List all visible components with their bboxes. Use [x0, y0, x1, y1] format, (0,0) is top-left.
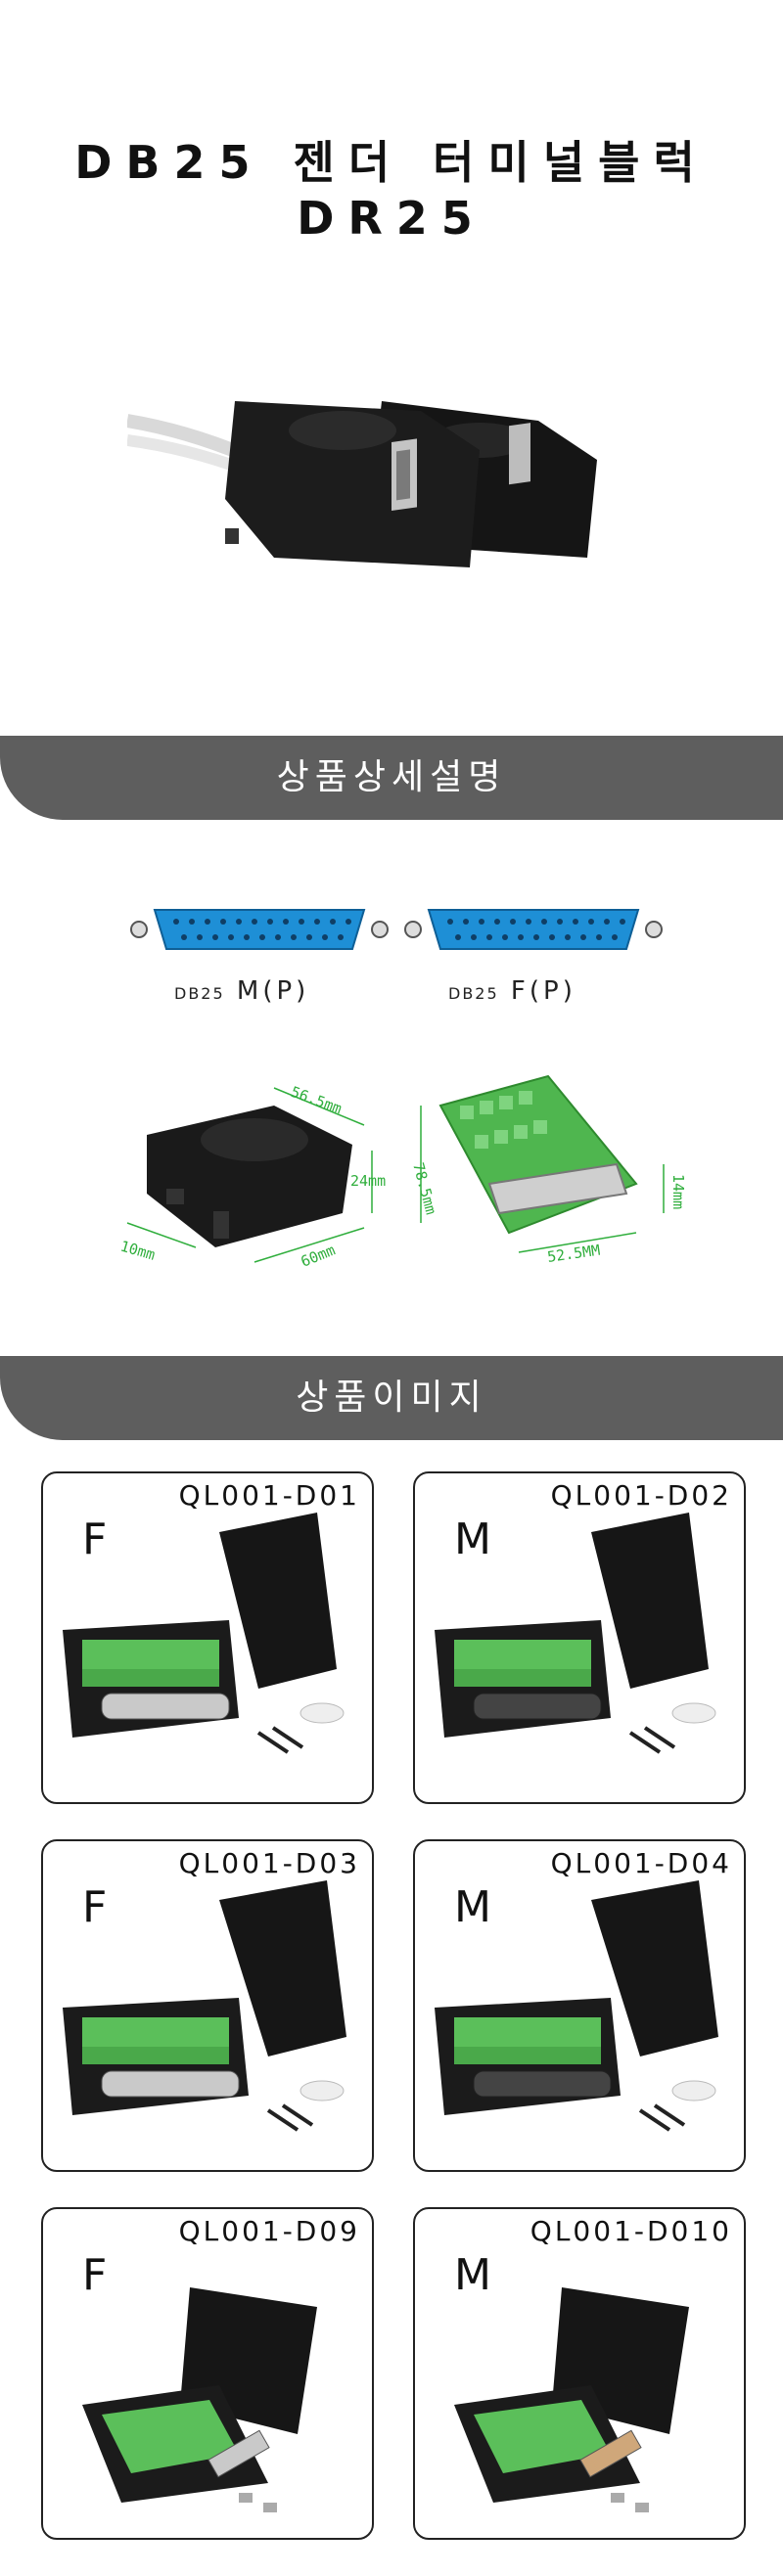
board-thickness-text: 14mm	[669, 1174, 685, 1209]
hero-product-image	[127, 401, 597, 567]
db25-male-connector-icon	[130, 909, 389, 950]
product-gender: F	[82, 1882, 108, 1932]
product-gender: M	[454, 1882, 491, 1932]
board-width-text: 52.5MM	[546, 1242, 601, 1266]
product-card: M QL001-D04	[413, 1839, 746, 2172]
terminal-block-product-image	[435, 1513, 716, 1754]
product-code: QL001-D04	[550, 1847, 732, 1879]
product-card: F QL001-D03	[41, 1839, 374, 2172]
product-card: F QL001-D01	[41, 1471, 374, 1804]
housing-width-text: 56.5mm	[289, 1083, 345, 1117]
terminal-block-product-image	[63, 1880, 346, 2132]
male-connector-label: DB25 M(P)	[174, 976, 310, 1006]
housing-length-text: 60mm	[299, 1241, 338, 1270]
product-gender: M	[454, 2250, 491, 2300]
product-code: QL001-D03	[178, 1847, 360, 1879]
board-height-text: 78.5mm	[409, 1160, 439, 1216]
section-header-details: 상품상세설명	[0, 736, 783, 820]
terminal-block-product-image	[435, 1880, 718, 2132]
terminal-board-dimension-drawing: 78.5mm 52.5MM 14mm	[409, 1074, 685, 1266]
product-card: M QL001-D010	[413, 2207, 746, 2540]
db25-female-connector-icon	[404, 909, 663, 950]
product-code: QL001-D02	[550, 1479, 732, 1512]
product-code: QL001-D09	[178, 2215, 360, 2247]
terminal-block-product-image	[63, 1513, 345, 1754]
female-connector-label: DB25 F(P)	[448, 976, 576, 1006]
product-card: F QL001-D09	[41, 2207, 374, 2540]
product-gender: M	[454, 1514, 491, 1564]
terminal-block-product-image	[454, 2287, 689, 2512]
housing-dimension-drawing: 56.5mm 24mm 60mm 10mm	[118, 1083, 386, 1271]
section-header-images: 상품이미지	[0, 1356, 783, 1440]
product-code: QL001-D01	[178, 1479, 360, 1512]
product-gender: F	[82, 1514, 108, 1564]
product-card: M QL001-D02	[413, 1471, 746, 1804]
product-code: QL001-D010	[530, 2215, 732, 2247]
product-gender: F	[82, 2250, 108, 2300]
page-title: DB25 젠더 터미널블럭 DR25	[74, 136, 709, 245]
housing-height-text: 24mm	[350, 1172, 386, 1190]
terminal-block-product-image	[82, 2287, 317, 2512]
screw-length-text: 10mm	[118, 1238, 158, 1264]
